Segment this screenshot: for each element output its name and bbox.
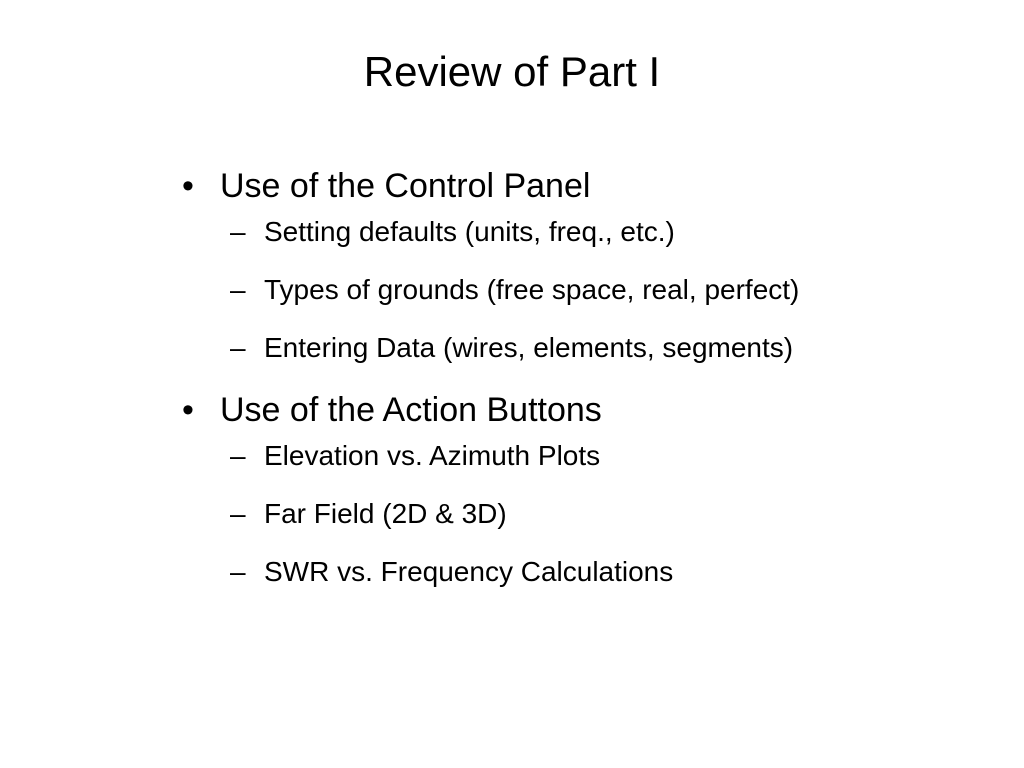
sub-marker: –: [230, 216, 246, 247]
sub-text: Elevation vs. Azimuth Plots: [264, 440, 601, 471]
sub-text: SWR vs. Frequency Calculations: [264, 556, 674, 587]
sub-list: – Elevation vs. Azimuth Plots – Far Fiel…: [180, 436, 1000, 592]
sub-text: Types of grounds (free space, real, perf…: [264, 274, 800, 305]
sub-text: Entering Data (wires, elements, segments…: [264, 332, 794, 363]
bullet-item: • Use of the Control Panel: [180, 162, 1000, 210]
sub-item: – Setting defaults (units, freq., etc.): [180, 212, 1000, 252]
bullet-text: Use of the Action Buttons: [220, 391, 602, 429]
sub-marker: –: [230, 556, 246, 587]
sub-marker: –: [230, 440, 246, 471]
sub-text: Far Field (2D & 3D): [264, 498, 507, 529]
sub-text: Setting defaults (units, freq., etc.): [264, 216, 675, 247]
sub-list: – Setting defaults (units, freq., etc.) …: [180, 212, 1000, 368]
slide-title: Review of Part I: [363, 48, 661, 95]
bullet-marker: •: [182, 391, 194, 429]
bullet-marker: •: [182, 167, 194, 205]
sub-item: – Elevation vs. Azimuth Plots: [180, 436, 1000, 476]
sub-item: – Far Field (2D & 3D): [180, 494, 1000, 534]
sub-marker: –: [230, 332, 246, 363]
slide-content: • Use of the Control Panel – Setting def…: [180, 162, 1000, 610]
bullet-item: • Use of the Action Buttons: [180, 386, 1000, 434]
sub-item: – Types of grounds (free space, real, pe…: [180, 270, 1000, 310]
sub-marker: –: [230, 274, 246, 305]
sub-item: – SWR vs. Frequency Calculations: [180, 552, 1000, 592]
bullet-text: Use of the Control Panel: [220, 167, 591, 205]
sub-item: – Entering Data (wires, elements, segmen…: [180, 328, 1000, 368]
sub-marker: –: [230, 498, 246, 529]
